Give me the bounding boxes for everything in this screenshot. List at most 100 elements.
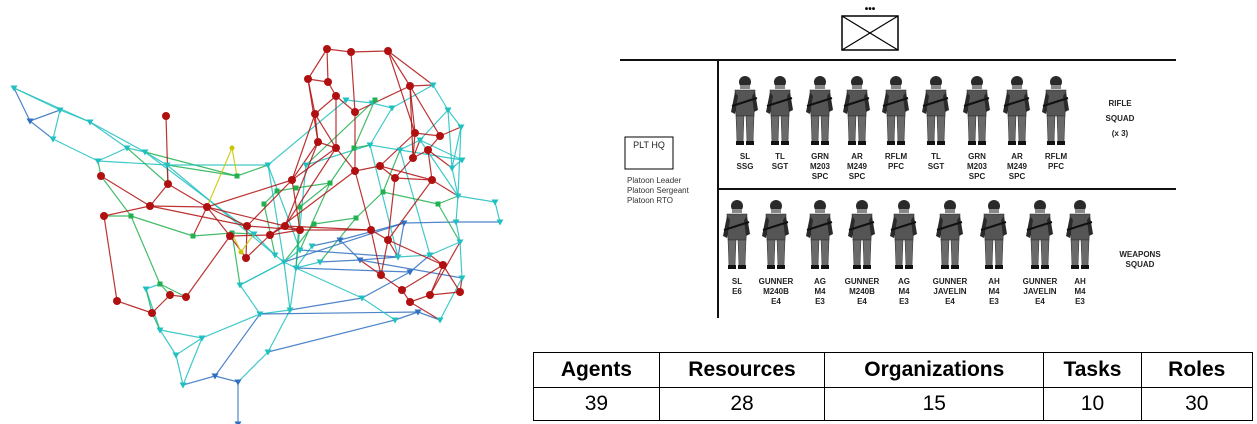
agent-node: [203, 203, 211, 211]
agent-node: [332, 92, 340, 100]
network-edge: [145, 288, 153, 314]
network-edge: [29, 109, 61, 122]
network-edge: [355, 191, 384, 219]
plt-hq: PLT HQ Platoon Leader Platoon Sergeant P…: [624, 136, 690, 205]
organization-node: [123, 145, 131, 152]
organization-node: [142, 286, 150, 293]
network-edge: [239, 261, 285, 286]
soldier-figure: [1003, 76, 1030, 145]
agent-node: [409, 154, 417, 162]
network-edge: [206, 147, 233, 208]
network-edge: [353, 144, 371, 149]
network-edge: [455, 195, 459, 223]
soldier-role-label: E4: [945, 297, 955, 306]
weapons-squad-label: WEAPONS SQUAD: [1119, 250, 1161, 269]
agent-node: [182, 293, 190, 301]
organization-node: [406, 269, 414, 276]
network-edge: [267, 319, 396, 353]
organization-node: [458, 157, 466, 164]
organization-node: [198, 335, 206, 342]
network-edge: [380, 274, 403, 291]
network-edge: [371, 102, 393, 109]
soldier-role-label: SL: [732, 277, 742, 286]
hq-member: Platoon Leader: [627, 176, 682, 185]
organization-node: [172, 352, 180, 359]
organization-node: [426, 252, 434, 259]
network-edge: [335, 147, 356, 172]
organization-node: [236, 282, 244, 289]
agent-node: [242, 254, 250, 262]
network-edge: [369, 107, 393, 146]
network-edge: [387, 50, 411, 87]
network-edge: [354, 165, 381, 172]
column-header: Resources: [658, 352, 826, 388]
soldier-figure: [1026, 200, 1053, 269]
network-edge: [429, 241, 461, 296]
network-edge: [149, 205, 248, 227]
organization-node: [396, 147, 404, 154]
organization-node: [452, 219, 460, 226]
soldier-role-label: SPC: [812, 172, 829, 181]
network-edge: [206, 206, 231, 237]
resource-node: [293, 185, 299, 191]
network-edge: [89, 121, 128, 149]
soldier-role-label: AG: [814, 277, 826, 286]
agent-node: [332, 144, 340, 152]
soldier-role-label: GRN: [811, 152, 829, 161]
soldier-figure: [843, 76, 870, 145]
weapons-squad-row: SLE6GUNNERM240BE4AGM4E3GUNNERM240BE4AGM4…: [723, 200, 1093, 306]
network-edge: [359, 259, 463, 279]
network-edge: [149, 183, 169, 207]
squad-label-line: (x 3): [1112, 129, 1129, 138]
soldier-figure: [936, 200, 963, 269]
network-edge: [314, 95, 337, 115]
agent-node: [367, 226, 375, 234]
soldier-role-label: AR: [851, 152, 863, 161]
network-edge: [451, 167, 459, 197]
network-edge: [239, 284, 261, 315]
network-edge: [259, 309, 291, 315]
network-edge: [326, 48, 329, 83]
task-node: [229, 145, 235, 151]
network-edge: [307, 48, 328, 80]
organization-node: [456, 239, 464, 246]
organization-node: [26, 118, 34, 125]
network-edge: [394, 157, 414, 179]
soldier-role-label: PFC: [1048, 162, 1064, 171]
network-edge: [267, 164, 285, 263]
agent-node: [314, 138, 322, 146]
soldier-role-label: GRN: [968, 152, 986, 161]
organization-node: [336, 237, 344, 244]
organization-node: [448, 165, 456, 172]
network-edge: [192, 206, 208, 237]
organization-node: [86, 119, 94, 126]
resource-node: [261, 201, 267, 207]
network-edge: [353, 99, 376, 149]
network-edge: [437, 203, 461, 243]
network-edge: [185, 235, 231, 298]
agent-node: [166, 291, 174, 299]
organization-node: [457, 124, 465, 131]
network-edge: [269, 229, 301, 236]
unit-size-indicator: •••: [865, 4, 876, 15]
organization-node: [444, 107, 452, 114]
network-edge: [97, 160, 168, 166]
soldier-figure: [980, 200, 1007, 269]
network-edge: [401, 264, 444, 291]
network-edge: [231, 147, 238, 177]
network-edge: [387, 239, 444, 266]
network-edge: [130, 215, 194, 237]
network-edge: [130, 215, 161, 285]
organization-node: [436, 317, 444, 324]
network-edge: [291, 113, 316, 181]
network-edge: [326, 48, 352, 53]
soldier-role-label: AG: [898, 277, 910, 286]
network-edge: [100, 175, 132, 217]
table-cell: 28: [658, 387, 826, 421]
soldier-figure: [848, 200, 875, 269]
